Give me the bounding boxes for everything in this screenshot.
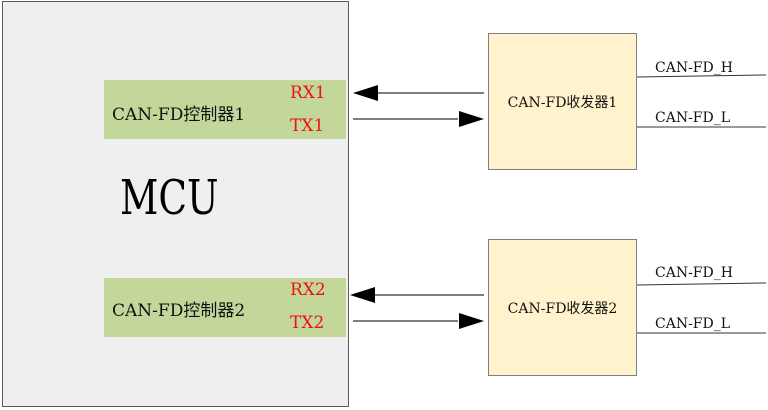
controller-2-rx-pin: RX2 — [290, 280, 326, 300]
transceiver-2-bus-high-line — [636, 282, 767, 286]
mcu-label: MCU — [120, 170, 219, 226]
controller-1-block — [104, 80, 346, 139]
transceiver-2-bus-high-label: CAN-FD_H — [655, 265, 733, 281]
rx1-arrowhead — [353, 85, 378, 101]
transceiver-2-block: CAN-FD收发器2 — [488, 239, 637, 376]
transceiver-2-bus-low-label: CAN-FD_L — [655, 316, 731, 332]
controller-2-label: CAN-FD控制器2 — [112, 301, 246, 321]
mcu-block — [2, 1, 349, 407]
transceiver-1-bus-low-label: CAN-FD_L — [655, 110, 731, 126]
transceiver-1-bus-high-label: CAN-FD_H — [655, 60, 733, 76]
controller-1-rx-pin: RX1 — [290, 83, 326, 103]
controller-2-block — [104, 278, 346, 337]
transceiver-1-bus-high-line — [636, 74, 767, 78]
controller-2-tx-pin: TX2 — [290, 313, 325, 333]
transceiver-2-label: CAN-FD收发器2 — [507, 300, 618, 317]
tx1-arrowhead — [459, 111, 484, 127]
controller-1-label: CAN-FD控制器1 — [112, 105, 246, 125]
transceiver-1-block: CAN-FD收发器1 — [488, 33, 637, 170]
transceiver-1-label: CAN-FD收发器1 — [507, 94, 618, 111]
rx2-arrowhead — [350, 287, 375, 303]
tx2-arrowhead — [459, 313, 484, 329]
controller-1-tx-pin: TX1 — [290, 116, 325, 136]
